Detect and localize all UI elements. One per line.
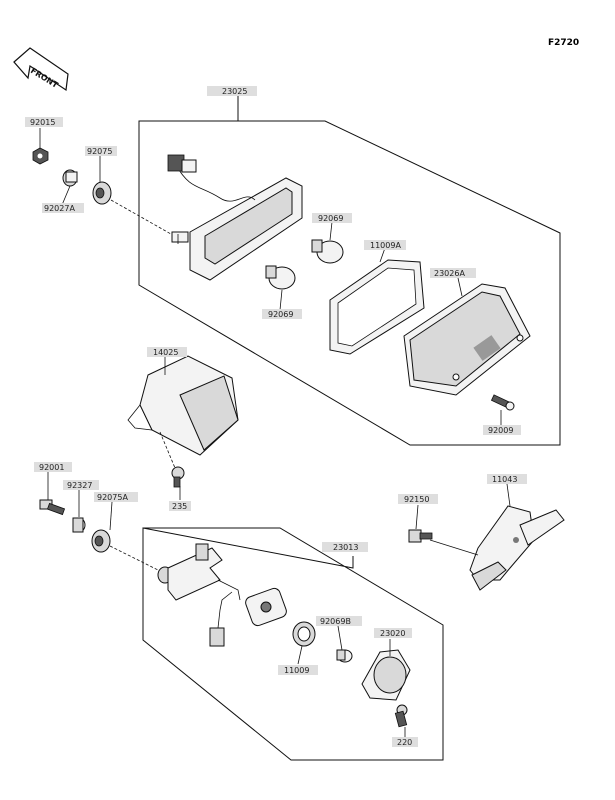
nut-92015: [32, 147, 49, 165]
tag-23025: 23025: [207, 86, 257, 96]
tag-92015: 92015: [25, 117, 63, 127]
svg-text:220: 220: [397, 738, 412, 747]
lamp-socket: [209, 587, 287, 647]
assembly-frame-23013: [142, 527, 444, 761]
tag-92075: 92075: [85, 146, 117, 156]
tag-92027a: 92027A: [42, 203, 84, 213]
svg-text:92001: 92001: [39, 463, 64, 472]
svg-text:235: 235: [172, 502, 187, 511]
svg-text:92015: 92015: [30, 118, 55, 127]
tag-23020: 23020: [374, 628, 412, 638]
screw-235: [159, 431, 185, 488]
tag-11043: 11043: [487, 474, 527, 484]
tag-220: 220: [392, 737, 418, 747]
tag-92150: 92150: [398, 494, 438, 504]
svg-text:F2720: F2720: [548, 38, 579, 48]
bolt-92150: [408, 529, 433, 543]
bulb-92069-upper: [311, 239, 344, 264]
svg-text:23025: 23025: [222, 87, 247, 96]
tag-92001: 92001: [34, 462, 72, 472]
screw-92009: [490, 394, 515, 411]
tag-23026a: 23026A: [430, 268, 476, 278]
svg-text:92150: 92150: [404, 495, 429, 504]
tag-14025: 14025: [147, 347, 187, 357]
svg-text:92069: 92069: [268, 310, 293, 319]
assembly-frame-23025: [138, 96, 561, 446]
svg-text:92327: 92327: [67, 481, 92, 490]
svg-text:92069: 92069: [318, 214, 343, 223]
tag-11009a: 11009A: [364, 240, 406, 250]
tag-92069b: 92069B: [316, 616, 362, 626]
figure-code: F2720: [548, 38, 579, 48]
svg-text:23013: 23013: [333, 543, 358, 552]
collar-92027a: [62, 169, 78, 187]
bracket-11043: [429, 505, 565, 591]
leader-stud: [110, 199, 179, 239]
svg-text:11009: 11009: [284, 666, 309, 675]
leader-lines: [39, 128, 511, 738]
svg-text:23020: 23020: [380, 629, 405, 638]
tag-92075a: 92075A: [94, 492, 138, 502]
svg-text:92009: 92009: [488, 426, 513, 435]
gasket-11009a: [329, 259, 425, 355]
bulb-92069-lower: [265, 265, 296, 290]
svg-text:11009A: 11009A: [370, 241, 401, 250]
screw-220: [394, 704, 408, 728]
svg-text:92075A: 92075A: [97, 493, 128, 502]
svg-text:92075: 92075: [87, 147, 112, 156]
tag-92069-top: 92069: [312, 213, 352, 223]
gasket-11009: [292, 621, 316, 647]
bulb-92069b: [336, 649, 353, 663]
tail-lamp-housing: [167, 154, 303, 281]
tag-23013: 23013: [322, 542, 368, 552]
bolt-92001: [39, 499, 66, 516]
collar-92327: [72, 517, 86, 533]
svg-text:11043: 11043: [492, 475, 517, 484]
tag-92069-bulb: 92069: [262, 309, 302, 319]
svg-text:92027A: 92027A: [44, 204, 75, 213]
license-lamp-bracket: [157, 543, 241, 601]
grommet-92075: [92, 181, 112, 205]
front-arrow-icon: FRONT: [13, 47, 69, 92]
tag-11009: 11009: [278, 665, 318, 675]
part-labels: 23025 92015 92075 92027A 92069 11009A 23…: [25, 86, 527, 747]
tag-92009: 92009: [483, 425, 521, 435]
tag-92327: 92327: [63, 480, 99, 490]
svg-text:92069B: 92069B: [320, 617, 351, 626]
lens-23026a: [403, 283, 531, 396]
svg-text:14025: 14025: [153, 348, 178, 357]
tag-235: 235: [169, 501, 191, 511]
lens-23020: [361, 649, 411, 701]
cover-14025: [127, 355, 239, 456]
grommet-92075a: [91, 529, 163, 573]
svg-text:23026A: 23026A: [434, 269, 465, 278]
